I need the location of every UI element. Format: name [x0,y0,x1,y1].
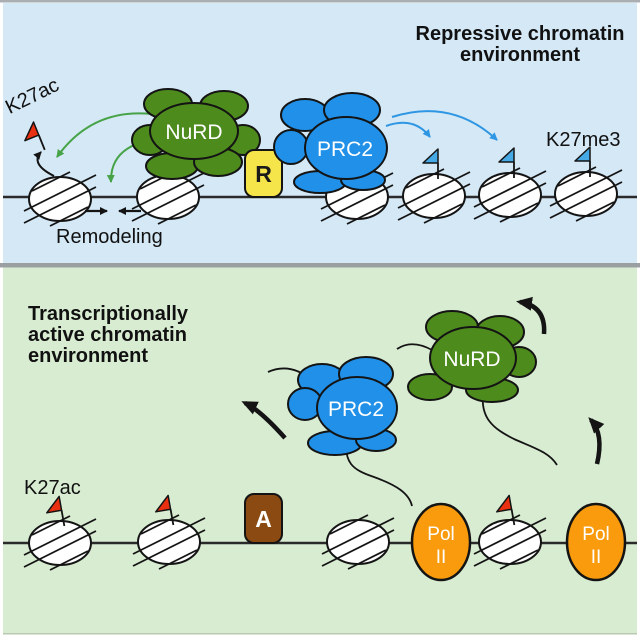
top-panel-title: Repressive chromatin environment [415,23,625,66]
recruiter-box [244,149,283,198]
deacetylation-arrow [33,151,55,177]
eviction-arrow-right [588,417,605,465]
nurd-complex-top [131,88,261,180]
k27ac-label-bottom: K27ac [24,477,81,499]
top-frame-line [0,0,640,3]
remodeling-label: Remodeling [56,226,163,248]
nurd-label-top: NuRD [165,121,222,144]
nurd-tail-lower [481,387,558,466]
polii-2-line2: II [591,547,602,568]
panel-divider [0,263,640,268]
prc2-complex-top [273,92,388,194]
prc2-complex-bottom [287,356,398,456]
polii-2-line1: Pol [582,524,609,545]
activator-label: A [255,506,272,532]
polii-1-line1: Pol [427,524,454,545]
recruiter-label: R [255,161,272,187]
eviction-arrow-left [241,400,287,440]
prc2-tail-lower [345,436,413,507]
prc2-methylation-arrow-long [391,110,498,141]
eviction-arrow-top [516,296,547,335]
polii-1-line2: II [436,547,447,568]
polii-1: Pol II [410,502,472,582]
nurd-action-arrow-long [56,112,153,158]
polii-2: Pol II [565,502,627,582]
nurd-complex-bottom [407,310,537,403]
bottom-frame-line [3,633,637,635]
prc2-methylation-arrow-short [385,121,431,138]
prc2-label-top: PRC2 [317,138,373,161]
prc2-label-bottom: PRC2 [328,398,384,421]
activator-box [244,493,283,544]
bottom-panel-title: Transcriptionally active chromatin envir… [28,303,189,367]
nurd-tail-upper [396,343,433,351]
k27me3-label: K27me3 [546,129,621,151]
eviction-arrows [241,296,605,465]
nurd-label-bottom: NuRD [443,348,500,371]
